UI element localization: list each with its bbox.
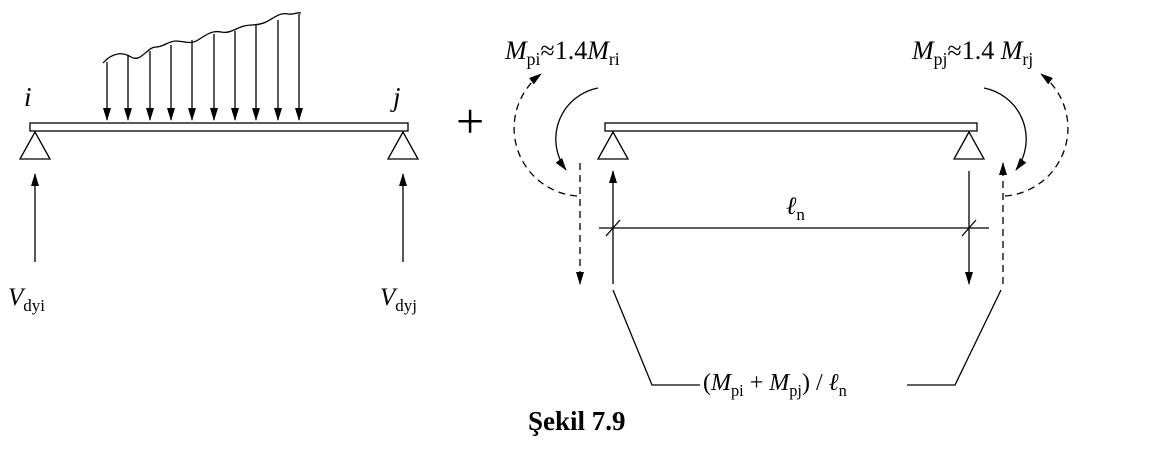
node-label-i: i (24, 82, 32, 112)
moment-arrow-i (513, 73, 599, 197)
right-beam-support-i (596, 130, 630, 160)
right-beam-support-j (952, 130, 986, 160)
moment-label-mpj: Mpj≈1.4 Mrj (912, 36, 1034, 70)
right-beam-diagram (513, 73, 1069, 386)
node-label-j: j (393, 82, 401, 112)
left-beam-support-j (386, 130, 420, 160)
shear-formula-label: (Mpi + Mpj) / ℓn (703, 370, 847, 400)
formula-leader-right (907, 289, 1002, 386)
moment-arrow-j (983, 73, 1069, 197)
dimension-tick-left (605, 219, 621, 237)
clear-span-label: ℓn (786, 193, 805, 224)
dimension-tick-right (961, 219, 977, 237)
figure-caption: Şekil 7.9 (528, 406, 626, 436)
left-beam-support-i (18, 130, 52, 160)
reaction-label-vdyj: Vdyj (380, 284, 418, 315)
plus-operator: + (456, 93, 485, 149)
reaction-label-vdyi: Vdyi (8, 284, 46, 315)
left-beam-diagram (18, 12, 420, 262)
clear-span-dimension (599, 219, 989, 237)
right-beam (604, 122, 978, 132)
left-beam (29, 122, 409, 132)
formula-leader-left (612, 289, 700, 386)
load-intensity-curve (102, 12, 302, 64)
moment-label-mpi: Mpi≈1.4Mri (505, 36, 620, 70)
distributed-load-arrows (103, 14, 303, 121)
